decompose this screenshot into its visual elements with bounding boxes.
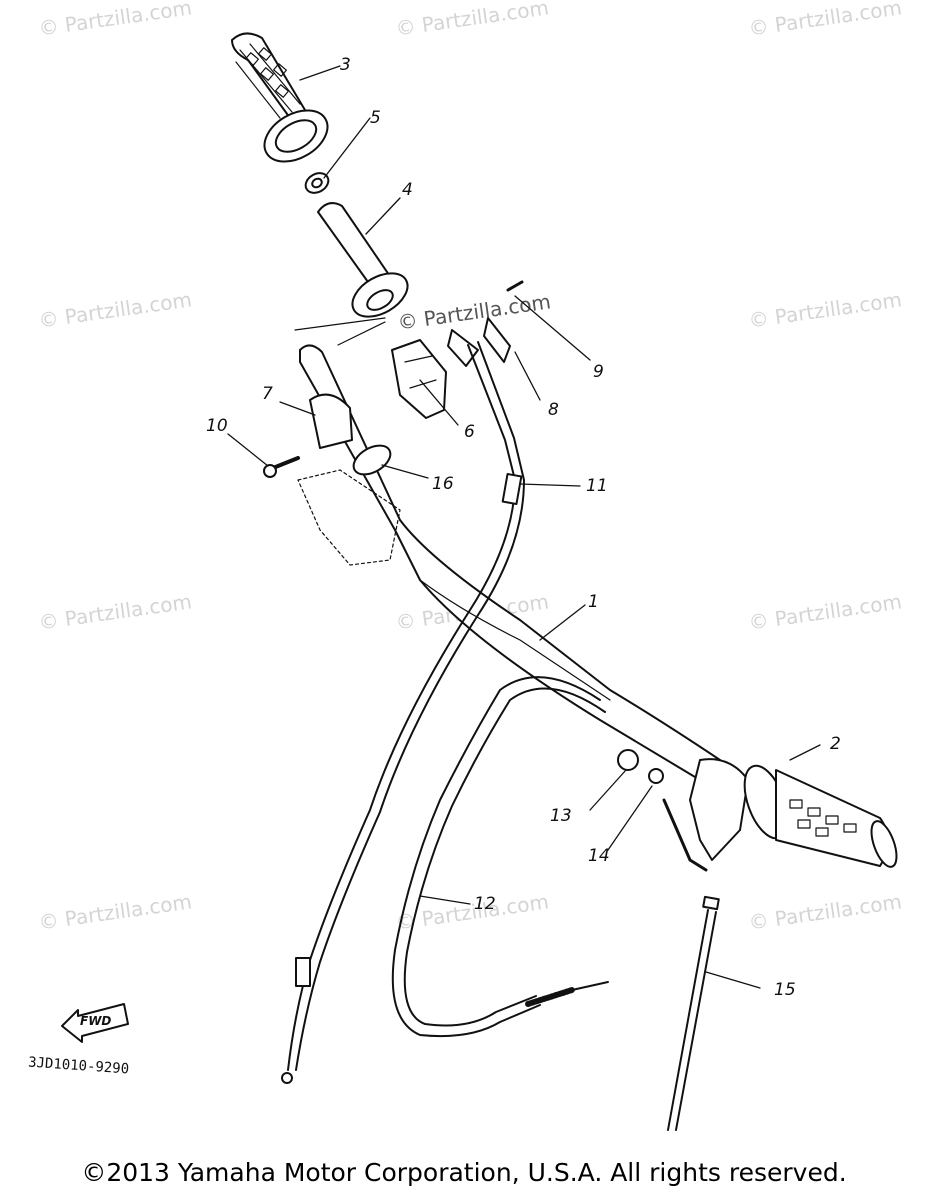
throttle-housing	[391, 339, 447, 419]
callout-7: 7	[262, 384, 273, 404]
callout-8: 8	[548, 400, 559, 420]
callout-13: 13	[550, 806, 572, 826]
clamp	[352, 444, 392, 476]
throttle-tube	[317, 202, 409, 318]
callout-15: 15	[774, 980, 796, 1000]
collar	[304, 172, 330, 194]
throttle-cable	[281, 341, 525, 1084]
callout-5: 5	[370, 108, 381, 128]
clutch-cable	[391, 676, 609, 1038]
callout-16: 16	[432, 474, 454, 494]
callout-10: 10	[206, 416, 228, 436]
clutch-perch	[617, 749, 708, 872]
cable-tie	[667, 895, 720, 1131]
grip-right	[689, 758, 898, 868]
callout-6: 6	[464, 422, 475, 442]
cable-adjuster	[447, 280, 524, 367]
callout-12: 12	[474, 894, 496, 914]
callout-1: 1	[588, 592, 599, 612]
callout-9: 9	[593, 362, 604, 382]
lever-holder	[297, 393, 401, 566]
callout-4: 4	[402, 180, 413, 200]
callout-14: 14	[588, 846, 610, 866]
copyright-notice: ©2013 Yamaha Motor Corporation, U.S.A. A…	[81, 1158, 847, 1187]
fwd-arrow-icon	[61, 1003, 129, 1043]
bolt	[263, 456, 300, 478]
grip-top	[231, 32, 329, 163]
callout-11: 11	[586, 476, 608, 496]
callout-2: 2	[830, 734, 841, 754]
callout-3: 3	[340, 55, 351, 75]
fwd-label: FWD	[80, 1014, 112, 1028]
handlebar	[299, 344, 741, 801]
